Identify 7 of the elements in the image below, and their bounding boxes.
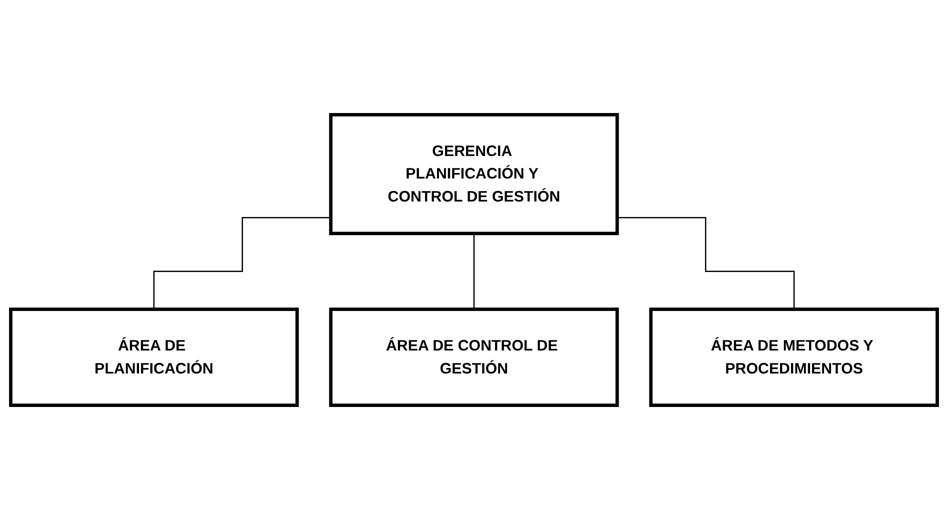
node-box: ÁREA DE CONTROL DE GESTIÓN: [328, 308, 618, 407]
node-box: ÁREA DE PLANIFICACIÓN: [8, 308, 298, 407]
connector: [616, 216, 794, 310]
node-box: ÁREA DE METODOS Y PROCEDIMIENTOS: [648, 308, 938, 407]
node-box: GERENCIA PLANIFICACIÓN Y CONTROL DE GESTIÓN: [328, 113, 618, 236]
connector: [472, 232, 474, 310]
connector: [152, 216, 330, 310]
